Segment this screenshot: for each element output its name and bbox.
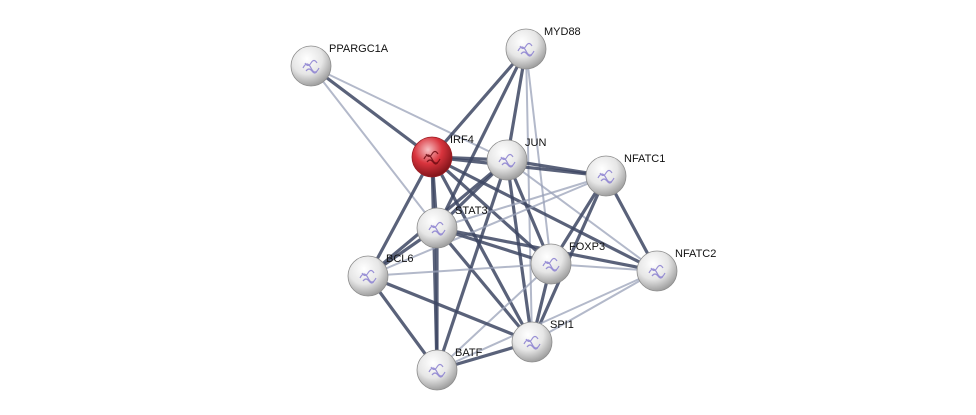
node-myd88[interactable]: MYD88 [505,26,581,70]
edge-irf4-bcl6[interactable] [366,155,434,278]
node-bcl6[interactable]: BCL6 [347,253,414,297]
node-bubble[interactable] [416,207,458,249]
edge-irf4-spi1[interactable] [430,155,534,344]
edge-nfatc1-bcl6[interactable] [367,175,607,277]
protein-structure-icon [542,257,560,272]
protein-structure-icon [517,42,535,57]
edge-nfatc1-stat3[interactable] [436,175,607,229]
node-jun[interactable]: JUN [486,137,546,181]
node-bubble[interactable] [585,155,627,197]
node-ppargc1a[interactable]: PPARGC1A [290,43,389,87]
protein-structure-icon [648,264,666,279]
node-nfatc1[interactable]: NFATC1 [585,153,665,197]
protein-structure-icon [498,153,516,168]
edge-nfatc2-batf[interactable] [436,270,658,371]
node-label-foxp3: FOXP3 [569,241,605,253]
node-label-ppargc1a: PPARGC1A [329,43,389,55]
edge-foxp3-bcl6[interactable] [367,263,552,277]
edge-nfatc2-spi1[interactable] [531,270,658,343]
node-label-myd88: MYD88 [544,26,581,38]
node-foxp3[interactable]: FOXP3 [530,241,605,285]
node-bubble[interactable] [505,28,547,70]
node-label-jun: JUN [525,137,546,149]
edge-ppargc1a-jun[interactable] [310,65,508,161]
edge-myd88-spi1[interactable] [525,48,533,343]
protein-structure-icon [597,169,615,184]
edge-myd88-foxp3[interactable] [525,48,552,265]
edge-ppargc1a-stat3[interactable] [310,65,438,229]
node-batf[interactable]: BATF [416,347,483,391]
node-nfatc2[interactable]: NFATC2 [636,248,716,292]
edge-foxp3-batf[interactable] [436,263,552,371]
protein-structure-icon [428,363,446,378]
node-label-irf4: IRF4 [450,134,474,146]
node-label-spi1: SPI1 [550,319,574,331]
node-label-bcl6: BCL6 [386,253,414,265]
edge-irf4-nfatc2[interactable] [430,155,659,273]
edge-myd88-irf4[interactable] [430,47,528,159]
edge-stat3-spi1[interactable] [435,226,534,344]
edge-jun-batf[interactable] [435,158,509,372]
protein-structure-icon [523,335,541,350]
edge-ppargc1a-irf4[interactable] [309,64,434,159]
node-label-stat3: STAT3 [455,205,488,217]
edges-layer [309,47,659,372]
node-label-nfatc2: NFATC2 [675,248,716,260]
edge-jun-spi1[interactable] [505,158,534,344]
node-bubble[interactable] [411,136,453,178]
node-stat3[interactable]: STAT3 [416,205,488,249]
node-label-batf: BATF [455,347,483,359]
edge-myd88-stat3[interactable] [435,47,528,230]
node-spi1[interactable]: SPI1 [511,319,574,363]
node-bubble[interactable] [290,45,332,87]
node-irf4[interactable]: IRF4 [411,134,474,178]
node-bubble[interactable] [530,243,572,285]
protein-structure-icon [428,221,446,236]
node-label-nfatc1: NFATC1 [624,153,665,165]
node-bubble[interactable] [416,349,458,391]
node-bubble[interactable] [486,139,528,181]
protein-structure-icon [302,59,320,74]
node-bubble[interactable] [511,321,553,363]
edge-bcl6-spi1[interactable] [366,274,534,344]
protein-structure-icon [359,269,377,284]
protein-structure-icon [423,150,441,165]
node-bubble[interactable] [347,255,389,297]
node-bubble[interactable] [636,250,678,292]
